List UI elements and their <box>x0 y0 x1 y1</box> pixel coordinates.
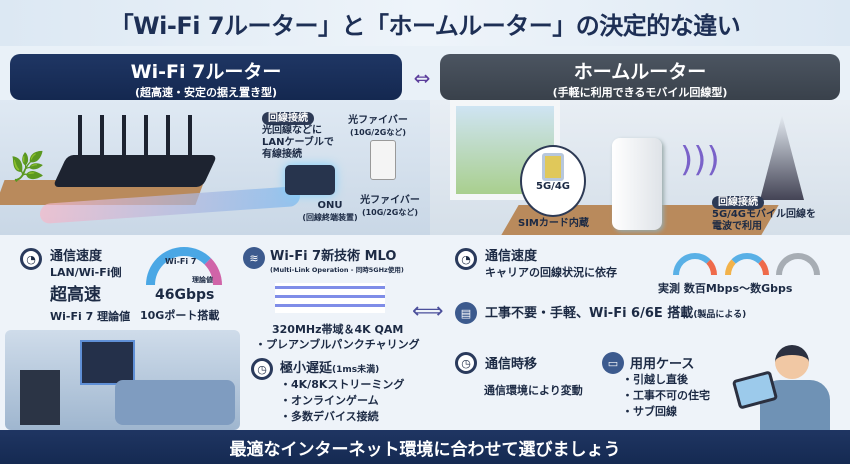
onu-device <box>285 165 335 195</box>
gauge-1 <box>673 253 717 275</box>
double-arrow-icon: ⟺ <box>412 299 444 324</box>
usecase-item: ・サブ回線 <box>622 405 677 418</box>
connection-callout: 回線接続 光回線などに LANケーブルで 有線接続 <box>262 106 372 161</box>
latency-item: ・4K/8Kストリーミング <box>280 378 405 391</box>
header-subtitle: (手軽に利用できるモバイル回線型) <box>552 86 728 99</box>
comparison-details: ◔ 通信速度 LAN/Wi-Fi側 超高速 Wi-Fi 7 理論値 Wi-Fi … <box>0 235 850 430</box>
speedometer-icon: ◔ <box>20 248 42 270</box>
speed-line: LAN/Wi-Fi側 <box>50 266 122 279</box>
onu-subtitle: (回線終端装置) <box>302 213 358 222</box>
desc-line: 5G/4Gモバイル回線を <box>712 209 816 220</box>
usecase-item: ・引越し直後 <box>622 373 688 386</box>
usecase-list: ・引越し直後 ・工事不可の住宅 ・サブ回線 <box>622 371 710 419</box>
feature-text: 工事不要・手軽、Wi-Fi 6/6E 搭載 <box>485 306 694 321</box>
wifi-icon: ≋ <box>243 247 265 269</box>
timing-heading: 通信時移 <box>485 357 538 372</box>
right-speed-block: 通信速度 キャリアの回線状況に依存 <box>485 245 617 280</box>
header-title: Wi-Fi 7ルーター <box>130 61 282 83</box>
gaming-pc <box>80 340 135 385</box>
latency-item: ・オンラインゲーム <box>280 394 379 407</box>
wifi7-illustration: 🌿 回線接続 光回線などに LANケーブルで 有線接続 ONU(回線終端装置) … <box>0 100 430 235</box>
desc-line: 有線接続 <box>262 149 302 160</box>
router-antennas <box>60 115 210 157</box>
clock-icon: ◷ <box>455 352 477 374</box>
fiber-label-top: 光ファイバー (10G/2Gなど) <box>338 115 418 139</box>
connection-badge: 回線接続 <box>712 196 764 209</box>
port-info: 10Gポート搭載 <box>140 309 220 322</box>
fiber-subtitle: (10G/2Gなど) <box>349 128 407 137</box>
measured-speed: 実測 数百Mbps～数Gbps <box>658 282 793 295</box>
speed-highlight: 超高速 <box>50 285 101 305</box>
wifi7-router-image <box>52 155 218 187</box>
speed-note: Wi-Fi 7 理論値 <box>50 310 131 323</box>
home-router-header: ホームルーター (手軽に利用できるモバイル回線型) <box>440 54 840 100</box>
fiber-subtitle: (10G/2Gなど) <box>361 208 419 217</box>
desc-line: LANケーブルで <box>262 137 334 148</box>
fiber-title: 光ファイバー <box>360 195 420 206</box>
sim-card-icon: ▤ <box>455 302 477 324</box>
left-speed-block: 通信速度 LAN/Wi-Fi側 超高速 Wi-Fi 7 理論値 <box>50 245 130 324</box>
sim-caption: SIMカード内蔵 <box>518 218 589 229</box>
header-title: ホームルーター <box>573 61 707 83</box>
person-head <box>775 345 809 379</box>
gauge-sublabel: 理論値 <box>192 276 213 284</box>
usecase-heading: 用用ケース <box>630 357 695 372</box>
compare-arrows-icon: ⇔ <box>413 66 431 90</box>
onu-label: ONU (回線終端装置) <box>290 200 370 224</box>
latency-item: ・多数デバイス接続 <box>280 410 379 423</box>
feature-note: (製品による) <box>693 310 747 320</box>
sim-label: 5G/4G <box>536 181 570 192</box>
header-subtitle: (超高速・安定の据え置き型) <box>134 86 278 99</box>
mlo-block: Wi-Fi 7新技術 MLO (Multi-Link Operation - 同… <box>270 245 430 274</box>
latency-heading: 極小遅延 <box>280 361 333 376</box>
gauge-2 <box>725 253 769 275</box>
gauge-3 <box>776 253 820 275</box>
home-router-illustration: 5G/4G SIMカード内蔵 ))) 回線接続 5G/4Gモバイル回線を 電波で… <box>430 100 850 235</box>
wifi7-router-header: Wi-Fi 7ルーター (超高速・安定の据え置き型) <box>10 54 402 100</box>
wireless-waves-icon: ))) <box>680 140 720 180</box>
timing-body: 通信環境により変動 <box>484 384 583 397</box>
speed-value: 46Gbps <box>155 287 215 303</box>
clock-icon: ◷ <box>251 358 273 380</box>
family-gaming-illustration <box>5 330 240 430</box>
speedometer-icon: ◔ <box>455 248 477 270</box>
connection-callout: 回線接続 5G/4Gモバイル回線を 電波で利用 <box>712 190 850 233</box>
desc-line: 光回線などに <box>262 125 322 136</box>
desc-line: 電波で利用 <box>712 221 762 232</box>
sofa <box>115 380 235 425</box>
fiber-label-bottom: 光ファイバー (10G/2Gなど) <box>350 195 430 219</box>
monitor <box>20 370 60 425</box>
device-icon: ▭ <box>602 352 624 374</box>
footer-banner: 最適なインターネット環境に合わせて選びましょう <box>0 430 850 464</box>
tablet-user-illustration <box>731 335 835 430</box>
cell-tower-icon <box>760 115 804 200</box>
speed-line: キャリアの回線状況に依存 <box>485 266 617 279</box>
latency-subheading: (1ms未満) <box>332 365 380 375</box>
fiber-title: 光ファイバー <box>348 115 408 126</box>
page-title: 「Wi-Fi 7ルーター」と「ホームルーター」の決定的な違い <box>0 0 850 46</box>
latency-block: 極小遅延(1ms未満) ・4K/8Kストリーミング ・オンラインゲーム ・多数デ… <box>280 357 404 424</box>
plant-icon: 🌿 <box>10 150 45 183</box>
home-router-image <box>612 138 662 230</box>
mlo-heading: Wi-Fi 7新技術 MLO <box>270 249 397 264</box>
sim-card-icon <box>542 153 564 181</box>
mlo-arrows-graphic <box>275 283 385 313</box>
onu-title: ONU <box>317 200 343 211</box>
feature-line: 工事不要・手軽、Wi-Fi 6/6E 搭載(製品による) <box>485 302 746 321</box>
mlo-subtitle: (Multi-Link Operation - 同時5GHz使用) <box>270 266 404 274</box>
mlo-spec: 320MHz帯域＆4K QAM <box>272 323 404 336</box>
usecase-item: ・工事不可の住宅 <box>622 389 710 402</box>
mlo-feature: ・プレアンブルパンクチャリング <box>255 338 420 351</box>
wall-outlet <box>370 140 396 180</box>
sim-callout: 5G/4G <box>520 145 586 217</box>
gauge-label: Wi-Fi 7 <box>165 257 197 266</box>
speed-heading: 通信速度 <box>485 249 538 264</box>
connection-badge: 回線接続 <box>262 112 314 125</box>
usecase-block: 用用ケース <box>630 353 694 372</box>
speed-heading: 通信速度 <box>50 249 103 264</box>
